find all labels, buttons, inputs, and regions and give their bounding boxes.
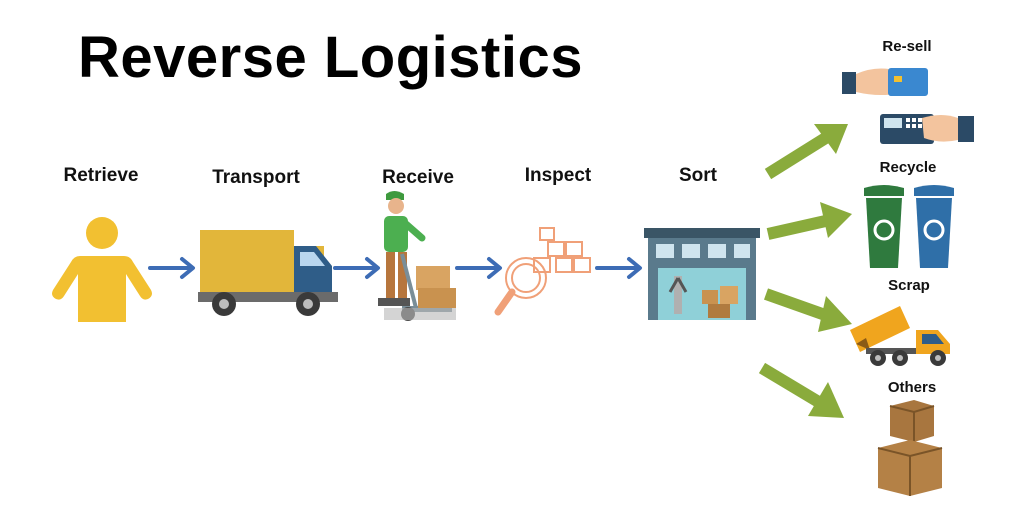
dump-truck-icon — [850, 306, 950, 366]
step-label-sort: Sort — [679, 165, 717, 186]
outcome-arrow-recycle — [766, 202, 852, 240]
boxes-icon — [877, 400, 943, 496]
outcome-label-scrap: Scrap — [888, 277, 930, 294]
outcome-label-resell: Re-sell — [882, 38, 932, 55]
flow-arrow-2 — [333, 257, 380, 279]
truck-icon — [198, 230, 338, 316]
step-label-inspect: Inspect — [524, 165, 592, 186]
step-label-receive: Receive — [382, 167, 454, 188]
outcome-label-others: Others — [887, 379, 937, 396]
page-title: Reverse Logistics — [78, 25, 583, 90]
card-payment-icon — [842, 68, 974, 144]
outcome-arrow-scrap — [763, 288, 852, 332]
outcome-arrow-others — [758, 362, 844, 418]
outcome-arrow-resell — [764, 124, 848, 180]
flow-arrow-1 — [148, 257, 195, 279]
step-label-retrieve: Retrieve — [63, 165, 139, 186]
warehouse-icon — [644, 228, 760, 320]
step-label-transport: Transport — [212, 167, 300, 188]
magnifier-boxes-icon — [494, 227, 591, 316]
worker-hand-truck-icon — [378, 191, 456, 321]
recycle-bins-icon — [864, 185, 954, 268]
flow-arrow-3 — [455, 257, 502, 279]
flow-arrow-4 — [595, 257, 642, 279]
person-icon — [52, 217, 152, 322]
outcome-label-recycle: Recycle — [879, 159, 937, 176]
